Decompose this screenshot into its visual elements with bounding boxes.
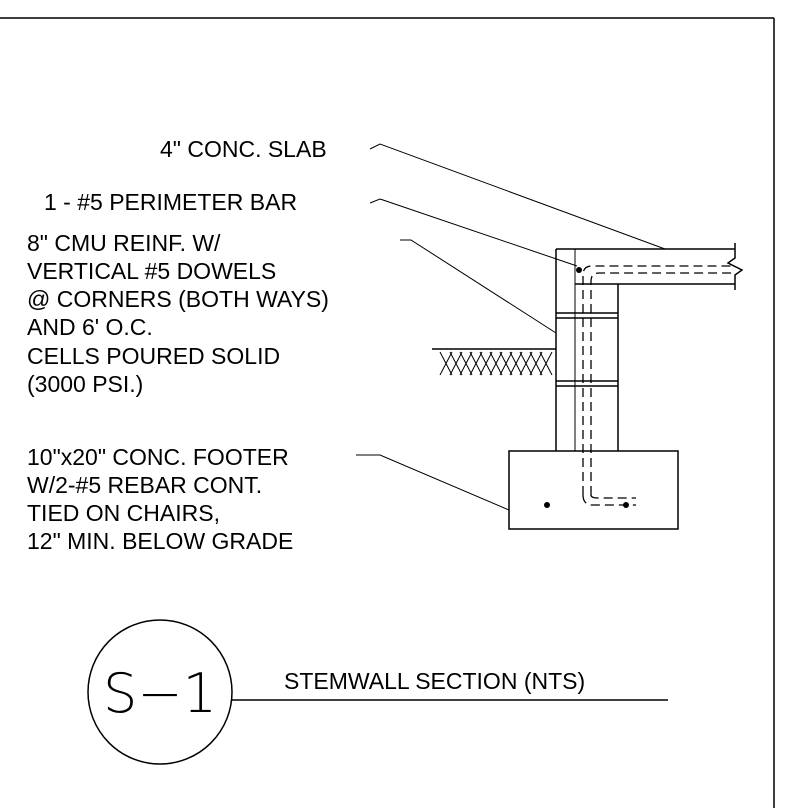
grade-hatch xyxy=(432,348,556,376)
cmu-callout-line: 8" CMU REINF. W/ xyxy=(27,230,221,256)
footer-callout-line: 12" MIN. BELOW GRADE xyxy=(27,528,293,554)
footer-rebar-dot-right xyxy=(623,502,629,508)
concrete-footer xyxy=(508,450,679,530)
detail-title: STEMWALL SECTION (NTS) xyxy=(284,668,585,694)
footer-callout-line: 10"x20" CONC. FOOTER xyxy=(27,444,289,470)
cmu-callout-line: @ CORNERS (BOTH WAYS) xyxy=(27,286,329,312)
footer-callout: 10"x20" CONC. FOOTER W/2-#5 REBAR CONT. … xyxy=(27,444,293,554)
detail-tag-circle xyxy=(87,619,233,765)
leader-lines xyxy=(356,143,666,511)
cmu-callout-line: AND 6' O.C. xyxy=(27,314,153,340)
footer-rebar-dot-left xyxy=(544,502,550,508)
detail-tag: S−1 STEMWALL SECTION (NTS) xyxy=(87,619,668,765)
detail-number: S−1 xyxy=(103,662,217,725)
concrete-slab xyxy=(575,243,744,290)
cmu-callout-line: CELLS POURED SOLID xyxy=(27,343,280,369)
rebar-dowels xyxy=(576,265,732,506)
cmu-callout-line: VERTICAL #5 DOWELS xyxy=(27,258,276,284)
footer-callout-line: TIED ON CHAIRS, xyxy=(27,500,220,526)
footer-callout-line: W/2-#5 REBAR CONT. xyxy=(27,472,262,498)
cmu-callout-line: (3000 PSI.) xyxy=(27,371,143,397)
cmu-callout: 8" CMU REINF. W/ VERTICAL #5 DOWELS @ CO… xyxy=(27,230,329,397)
perimeter-bar-dot xyxy=(576,267,582,273)
slab-callout: 4" CONC. SLAB xyxy=(160,136,327,162)
perimeter-bar-callout: 1 - #5 PERIMETER BAR xyxy=(44,189,297,215)
cmu-stem-wall xyxy=(555,248,619,451)
